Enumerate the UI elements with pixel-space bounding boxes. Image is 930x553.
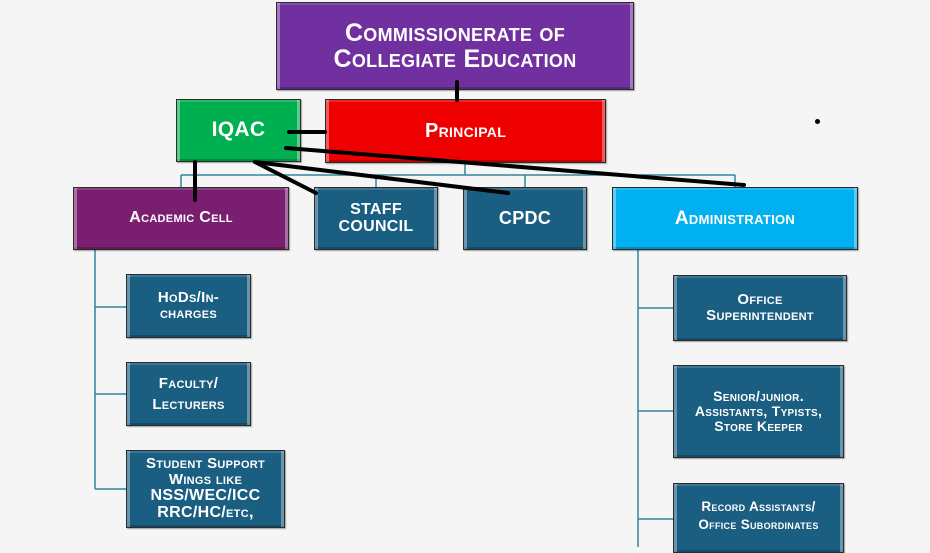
node-cpdc: CPDC [463,187,587,250]
node-label-line: Lecturers [152,395,225,413]
node-label-line: Office [737,291,783,309]
node-label: Principal [424,119,507,142]
node-academic-cell: Academic Cell [73,187,289,250]
node-label-line: Assistants, Typists, [694,403,823,420]
node-label-line: STAFF [350,200,402,218]
node-hods: HoDs/In-charges [126,274,251,338]
node-label: IQAC [211,118,266,142]
node-principal: Principal [325,99,606,163]
node-label: Administration [674,207,796,229]
node-faculty: Faculty/Lecturers [126,362,251,426]
node-label-line: Superintendent [706,307,814,324]
node-label-line: Store Keeper [714,417,803,434]
node-label-line: COUNCIL [338,217,414,235]
node-label-line: Record Assistants/ [701,499,816,514]
node-label-line: Collegiate Education [333,45,577,73]
node-label-line: Senior/junior. [713,388,804,405]
stray-dot [815,119,820,124]
node-label-line: RRC/HC/etc, [157,503,254,521]
node-label-line: Wings like [168,471,243,489]
node-iqac: IQAC [176,99,301,162]
node-label-line: Commissionerate of [344,18,566,47]
node-record-assistants: Record Assistants/Office Subordinates [673,483,844,553]
node-label-line: HoDs/In- [157,289,220,307]
node-administration: Administration [612,187,858,250]
node-label-line: Office Subordinates [698,517,819,533]
node-label: CPDC [498,208,552,229]
node-assistants: Senior/junior.Assistants, Typists,Store … [673,365,844,458]
node-label-line: NSS/WEC/ICC [150,486,261,504]
node-label-line: charges [159,305,218,322]
node-label: Academic Cell [129,209,233,227]
node-label-line: Student Support [145,455,266,473]
node-label-line: Faculty/ [158,374,219,392]
